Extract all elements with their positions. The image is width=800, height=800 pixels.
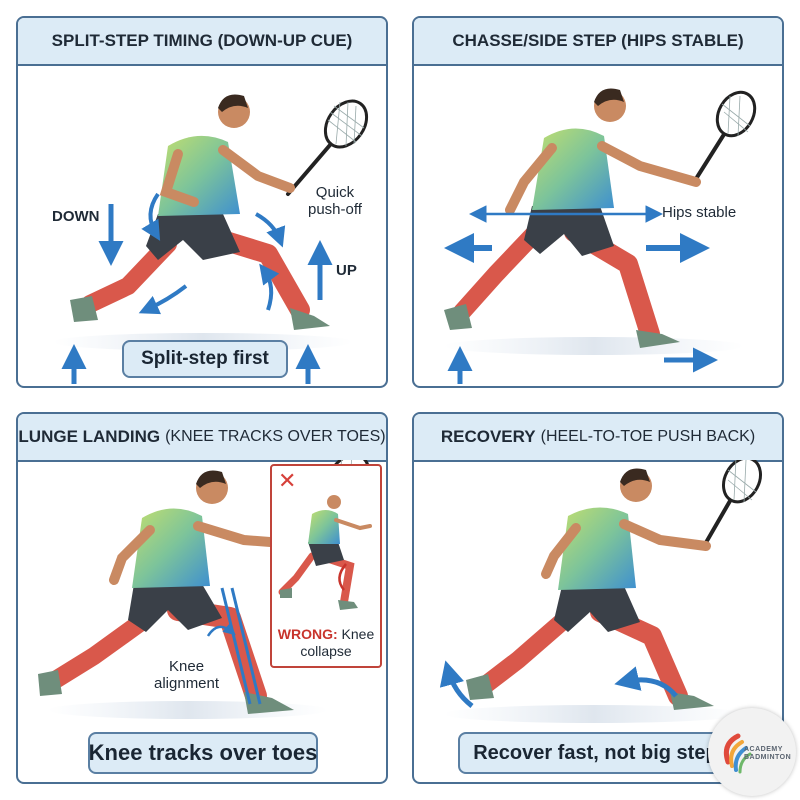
label-hips-stable: Hips stable xyxy=(662,204,737,221)
wrong-text-2: collapse xyxy=(300,642,352,659)
panel-title-bar: RECOVERY (HEEL-TO-TOE PUSH BACK) xyxy=(414,414,782,462)
label-knee-alignment: Knee alignment xyxy=(154,658,220,693)
panel-chasse: CHASSE/SIDE STEP (HIPS STABLE) Hips xyxy=(412,16,784,388)
racket-icon xyxy=(286,99,369,196)
panel-title-bar: LUNGE LANDING (KNEE TRACKS OVER TOES) xyxy=(18,414,386,462)
wrong-x-icon: ✕ xyxy=(278,468,297,493)
panel-subtitle: (KNEE TRACKS OVER TOES) xyxy=(165,428,386,445)
panel-lunge-landing: LUNGE LANDING (KNEE TRACKS OVER TOES) Kn… xyxy=(16,412,388,784)
label-down: DOWN xyxy=(52,208,100,225)
racket-icon xyxy=(702,460,762,548)
panel-title-bar: CHASSE/SIDE STEP (HIPS STABLE) xyxy=(414,18,782,66)
logo-swirl-icon xyxy=(723,733,752,774)
chasse-illustration xyxy=(444,88,757,384)
wrong-example-box: ✕ WRONG: Knee collapse xyxy=(270,464,382,668)
academy-logo: ACADEMY BADMINTON xyxy=(708,708,796,796)
panel-title-bar: SPLIT-STEP TIMING (DOWN-UP CUE) xyxy=(18,18,386,66)
wrong-caption: WRONG: Knee collapse xyxy=(272,626,380,660)
label-push-off: Quick push-off xyxy=(308,184,362,219)
label-up: UP xyxy=(336,262,357,279)
panel-title: LUNGE LANDING xyxy=(18,427,161,446)
panel-split-step: SPLIT-STEP TIMING (DOWN-UP CUE) xyxy=(16,16,388,388)
logo-line-2: BADMINTON xyxy=(744,753,792,761)
racket-icon xyxy=(692,90,757,184)
split-step-illustration xyxy=(53,94,369,384)
panel-title: CHASSE/SIDE STEP (HIPS STABLE) xyxy=(452,31,744,50)
logo-text: ACADEMY BADMINTON xyxy=(744,746,791,761)
wrong-knee-figure xyxy=(278,495,372,610)
caption-split-step: Split-step first xyxy=(122,340,288,378)
wrong-text-1: Knee xyxy=(341,626,375,642)
caption-knee-tracks: Knee tracks over toes xyxy=(88,732,318,774)
panel-title: SPLIT-STEP TIMING (DOWN-UP CUE) xyxy=(51,31,353,50)
recovery-illustration xyxy=(439,460,762,723)
wrong-label: WRONG: xyxy=(277,626,338,642)
caption-recover-fast: Recover fast, not big steps xyxy=(458,732,744,774)
panel-subtitle: (HEEL-TO-TOE PUSH BACK) xyxy=(540,428,756,445)
panel-title: RECOVERY xyxy=(440,427,536,446)
logo-line-1: ACADEMY xyxy=(744,746,783,753)
